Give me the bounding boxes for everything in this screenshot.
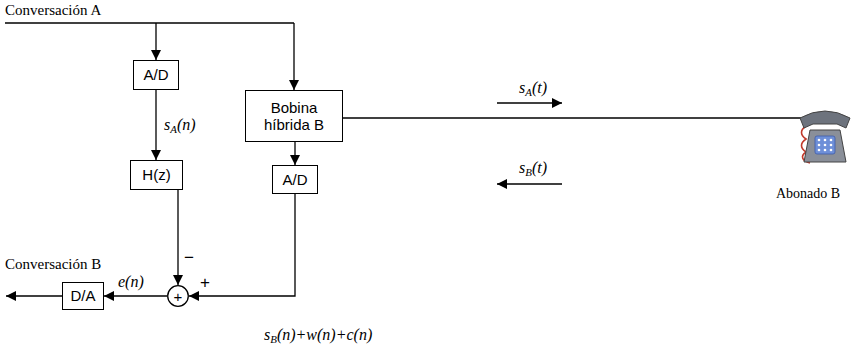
node-text: Bobina híbrida B <box>252 99 336 134</box>
input-wire <box>293 23 294 90</box>
telephone-icon <box>800 111 850 163</box>
node-text: A/D <box>143 66 168 83</box>
signal-name: sB(n)+w(n)+c(n) <box>262 326 374 344</box>
subscriber-label: Abonado B <box>776 186 840 202</box>
ad-converter-box: A/D <box>133 60 179 90</box>
node-text: + <box>174 289 183 304</box>
signal-connector <box>189 194 295 296</box>
input-label: Conversación A <box>5 2 101 19</box>
hybrid-coil-box: Bobina híbrida B <box>245 90 343 142</box>
signal-connector <box>155 90 156 160</box>
signal-arrow <box>497 102 562 103</box>
signal-connector <box>104 295 167 296</box>
input-wire <box>155 23 156 60</box>
filter-box: H(z) <box>130 160 183 190</box>
node-text: H(z) <box>142 166 170 183</box>
node-text: D/A <box>70 287 95 304</box>
output-wire <box>6 295 62 296</box>
sign-mark: + <box>200 273 210 293</box>
signal-name: sA(n) <box>162 116 198 134</box>
output-label: Conversación B <box>5 256 101 273</box>
ad-converter-box: A/D <box>272 165 318 194</box>
summing-junction: + <box>167 285 189 307</box>
signal-connector <box>294 142 295 165</box>
input-wire <box>5 22 294 23</box>
da-converter-box: D/A <box>62 282 104 310</box>
signal-name: sA(t) <box>519 79 547 97</box>
signal-connector <box>177 190 178 285</box>
signal-name: e(n) <box>116 273 146 291</box>
sign-mark: − <box>184 248 194 268</box>
signal-arrow <box>497 183 562 184</box>
signal-name: sB(t) <box>519 159 547 177</box>
line-wire <box>343 117 801 118</box>
node-text: A/D <box>282 171 307 188</box>
